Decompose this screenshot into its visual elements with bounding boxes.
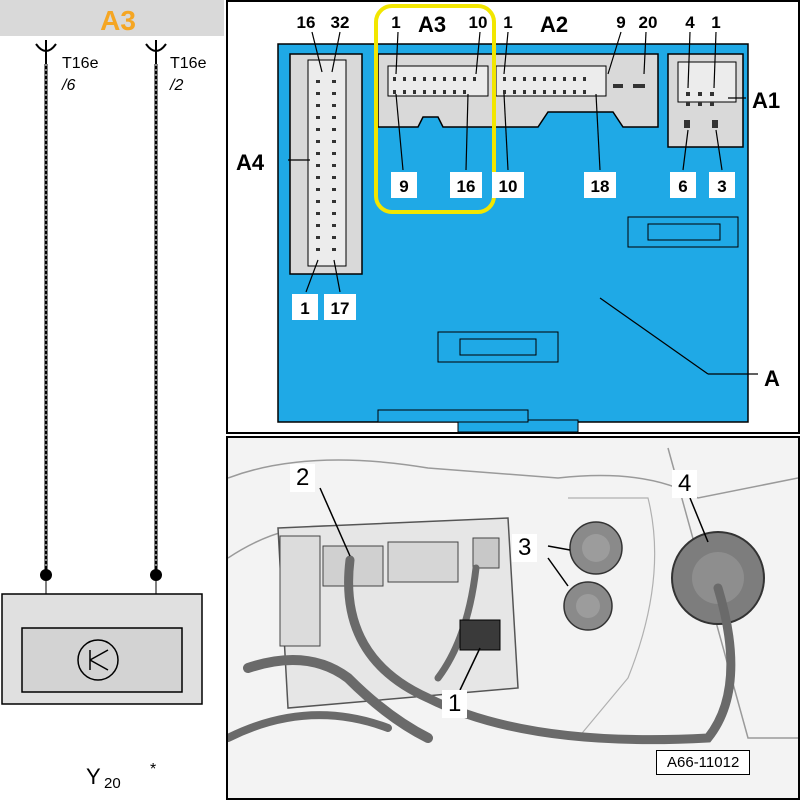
installation-photo-panel: 2 3 4 1 A66-11012 <box>226 436 800 800</box>
leader-lines <box>288 31 758 375</box>
pin-label-a4-1: 1 <box>300 299 309 318</box>
component-inner-box <box>21 627 183 693</box>
connector-label-a1: A1 <box>752 88 780 113</box>
callout-3: 3 <box>512 534 538 562</box>
pin-label-a2-10: 10 <box>499 177 518 196</box>
connector-a3-a2 <box>377 53 659 128</box>
reference-code: A66-11012 <box>656 750 751 775</box>
connector-label-a4: A4 <box>236 150 265 175</box>
connector-label-a3: A3 <box>418 12 446 37</box>
pin-label-a1-3: 3 <box>717 177 726 196</box>
plug-connector-1 <box>459 619 501 651</box>
connector-a4 <box>289 53 363 275</box>
callout-4: 4 <box>672 470 698 498</box>
header-label: A3 <box>100 5 136 36</box>
pin-label-a1-4: 4 <box>685 13 695 32</box>
callout-lines <box>319 487 709 691</box>
pin-label-a4-32: 32 <box>331 13 350 32</box>
grommet-upper <box>569 521 623 575</box>
pin-label-a2-1: 1 <box>503 13 512 32</box>
camera-symbol-icon <box>77 639 119 681</box>
connector-label-a2: A2 <box>540 12 568 37</box>
component-sub: 20 <box>104 775 121 792</box>
pin1-label: T16e <box>62 55 99 72</box>
wiring-diagram: A3 T16e /6 T16e /2 Y <box>0 0 224 792</box>
housing-clip-center <box>437 331 559 363</box>
pin-label-a4-16: 16 <box>297 13 316 32</box>
pin2-label: T16e <box>170 55 207 72</box>
pin-label-a2-20: 20 <box>639 13 658 32</box>
pin2-sub: /2 <box>169 77 183 94</box>
header-bar <box>0 0 224 36</box>
control-unit-illustration <box>277 517 519 709</box>
component-mark: * <box>150 761 156 778</box>
installation-illustration <box>228 438 798 798</box>
connector-symbol-2 <box>145 40 167 64</box>
connector-a1 <box>667 53 744 148</box>
pin-label-a2-18: 18 <box>591 177 610 196</box>
pin-label-a3-9: 9 <box>399 177 408 196</box>
wiring-diagram-panel: A3 T16e /6 T16e /2 Y <box>0 0 224 800</box>
callout-1: 1 <box>442 690 468 718</box>
control-module-panel: 16 32 1 10 1 9 20 4 1 A3 A2 A1 A4 A 9 16… <box>226 0 800 434</box>
module-label-a: A <box>764 366 780 391</box>
pin-label-a3-10: 10 <box>469 13 488 32</box>
pin-label-a3-16: 16 <box>457 177 476 196</box>
a3-highlight-box <box>374 4 496 214</box>
pin-label-a1-6: 6 <box>678 177 687 196</box>
component-label: Y <box>86 764 101 789</box>
pin-label-a3-1: 1 <box>391 13 400 32</box>
pin-label-a4-17: 17 <box>331 299 350 318</box>
large-grommet <box>671 531 765 625</box>
module-housing <box>277 43 749 423</box>
housing-clip-right <box>627 216 739 248</box>
pin-label-a2-9: 9 <box>616 13 625 32</box>
connector-symbol-1 <box>35 40 57 64</box>
pin-label-a1-1: 1 <box>711 13 720 32</box>
grommet-lower <box>563 581 613 631</box>
callout-2: 2 <box>290 464 316 492</box>
control-module-diagram: 16 32 1 10 1 9 20 4 1 A3 A2 A1 A4 A 9 16… <box>236 4 780 432</box>
pin1-sub: /6 <box>61 77 75 94</box>
